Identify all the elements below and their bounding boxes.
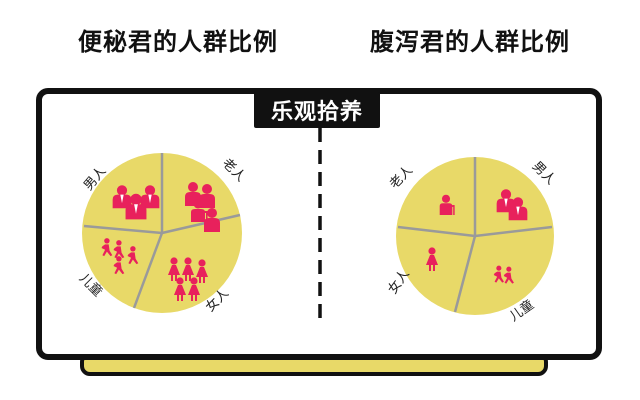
left-chart-title: 便秘君的人群比例: [78, 27, 278, 56]
right-pie: 老人 男人 女人 儿童: [385, 157, 558, 325]
left-pie-divider-right: [161, 213, 241, 235]
left-pie: 男人 老人 儿童 女人: [76, 153, 248, 315]
right-label-elderly: 老人: [387, 163, 416, 192]
right-pie-divider-bottom: [453, 235, 477, 313]
right-pie-divider-right: [474, 225, 553, 238]
left-pie-divider-left: [83, 224, 163, 235]
right-pie-divider-left: [397, 225, 476, 238]
brand-label: 乐观拾养: [254, 92, 380, 128]
right-chart-title: 腹泻君的人群比例: [370, 27, 570, 56]
left-pie-divider-bottom: [132, 232, 164, 309]
left-label-elderly: 老人: [219, 156, 248, 185]
